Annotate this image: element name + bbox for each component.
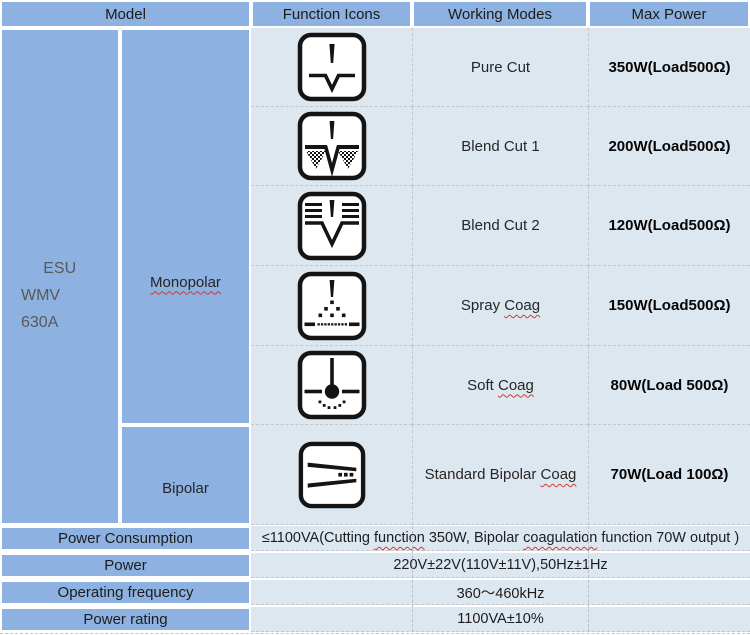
mode-cell-row6: Standard Bipolar Coag bbox=[412, 425, 588, 525]
mode-label-misspelled: Coag bbox=[540, 466, 577, 483]
mode-label-misspelled: Coag bbox=[498, 376, 534, 394]
grid-dash-vertical bbox=[412, 526, 413, 632]
power-cell-row4: 150W(Load500Ω) bbox=[588, 266, 750, 346]
operating-frequency-value: 360～460kHz bbox=[456, 585, 545, 602]
monopolar-cell: Monopolar bbox=[120, 28, 251, 425]
max-power-value: 350W(Load500Ω) bbox=[608, 58, 731, 76]
power-rating-value-cell: 1100VA±10% bbox=[251, 607, 750, 632]
power-cell-row6: 70W(Load 100Ω) bbox=[588, 425, 750, 525]
power-cell-row5: 80W(Load 500Ω) bbox=[588, 346, 750, 425]
max-power-value: 70W(Load 100Ω) bbox=[610, 466, 729, 483]
mode-cell-row5: Soft Coag bbox=[412, 346, 588, 425]
mode-label: Standard Bipolar bbox=[424, 466, 541, 483]
max-power-value: 120W(Load500Ω) bbox=[608, 217, 731, 234]
header-working-modes: Working Modes bbox=[412, 0, 588, 28]
power-consumption-label: Power Consumption bbox=[57, 530, 194, 547]
mode-cell-row4: Spray Coag bbox=[412, 266, 588, 346]
mode-label: Soft bbox=[467, 376, 498, 394]
monopolar-label: Monopolar bbox=[150, 273, 221, 291]
header-max-power-label: Max Power bbox=[631, 5, 707, 23]
icon-cell-row2 bbox=[251, 107, 412, 186]
power-cell-row3: 120W(Load500Ω) bbox=[588, 186, 750, 266]
power-cell-row2: 200W(Load500Ω) bbox=[588, 107, 750, 186]
blend-cut-2-waveform-icon bbox=[297, 191, 366, 260]
header-working-modes-label: Working Modes bbox=[448, 5, 552, 23]
icon-cell-row1 bbox=[251, 28, 412, 107]
grid-dash-vertical bbox=[588, 526, 589, 632]
header-function-icons-label: Function Icons bbox=[282, 5, 381, 23]
power-cell-row1: 350W(Load500Ω) bbox=[588, 28, 750, 107]
grid-dash-bottom bbox=[0, 633, 750, 634]
power-value: 220V±22V(110V±11V),50Hz±1Hz bbox=[393, 557, 608, 573]
power-rating-label: Power rating bbox=[83, 611, 168, 628]
icon-cell-row6 bbox=[251, 425, 412, 525]
power-consumption-label-cell: Power Consumption bbox=[0, 526, 251, 551]
mode-cell-row1: Pure Cut bbox=[412, 28, 588, 107]
mode-label: Pure Cut bbox=[470, 58, 531, 76]
icon-cell-row4 bbox=[251, 266, 412, 346]
power-value-cell: 220V±22V(110V±11V),50Hz±1Hz bbox=[251, 553, 750, 578]
mode-label: Blend Cut 2 bbox=[461, 217, 540, 234]
operating-frequency-label-cell: Operating frequency bbox=[0, 580, 251, 605]
bipolar-label: Bipolar bbox=[162, 479, 209, 497]
bipolar-cell: Bipolar bbox=[120, 425, 251, 525]
model-name-cell: ESU WMV 630A bbox=[0, 28, 120, 525]
mode-label: Blend Cut 1 bbox=[461, 137, 540, 155]
blend-cut-1-waveform-icon bbox=[297, 111, 366, 181]
power-consumption-value-cell: ≤1100VA(Cutting function 350W, Bipolar c… bbox=[251, 526, 750, 551]
mode-cell-row3: Blend Cut 2 bbox=[412, 186, 588, 266]
max-power-value: 80W(Load 500Ω) bbox=[610, 376, 729, 394]
soft-coag-waveform-icon bbox=[297, 350, 366, 420]
operating-frequency-value-cell: 360～460kHz bbox=[251, 580, 750, 605]
max-power-value: 200W(Load500Ω) bbox=[608, 137, 731, 155]
operating-frequency-label: Operating frequency bbox=[57, 584, 194, 601]
bipolar-coag-waveform-icon bbox=[298, 441, 365, 508]
power-consumption-value: ≤1100VA(Cutting function 350W, Bipolar c… bbox=[261, 530, 740, 546]
model-name: ESU WMV 630A bbox=[21, 259, 77, 331]
mode-label-misspelled: Coag bbox=[504, 297, 541, 314]
spray-coag-waveform-icon bbox=[297, 271, 366, 340]
mode-label: Spray bbox=[460, 297, 505, 314]
header-max-power: Max Power bbox=[588, 0, 750, 28]
mode-cell-row2: Blend Cut 1 bbox=[412, 107, 588, 186]
icon-cell-row5 bbox=[251, 346, 412, 425]
power-rating-label-cell: Power rating bbox=[0, 607, 251, 632]
header-model-label: Model bbox=[105, 5, 146, 23]
power-label-cell: Power bbox=[0, 553, 251, 578]
max-power-value: 150W(Load500Ω) bbox=[608, 297, 731, 314]
pure-cut-waveform-icon bbox=[297, 32, 366, 102]
header-function-icons: Function Icons bbox=[251, 0, 412, 28]
power-rating-value: 1100VA±10% bbox=[457, 611, 544, 627]
header-model: Model bbox=[0, 0, 251, 28]
power-label: Power bbox=[104, 557, 147, 574]
icon-cell-row3 bbox=[251, 186, 412, 266]
